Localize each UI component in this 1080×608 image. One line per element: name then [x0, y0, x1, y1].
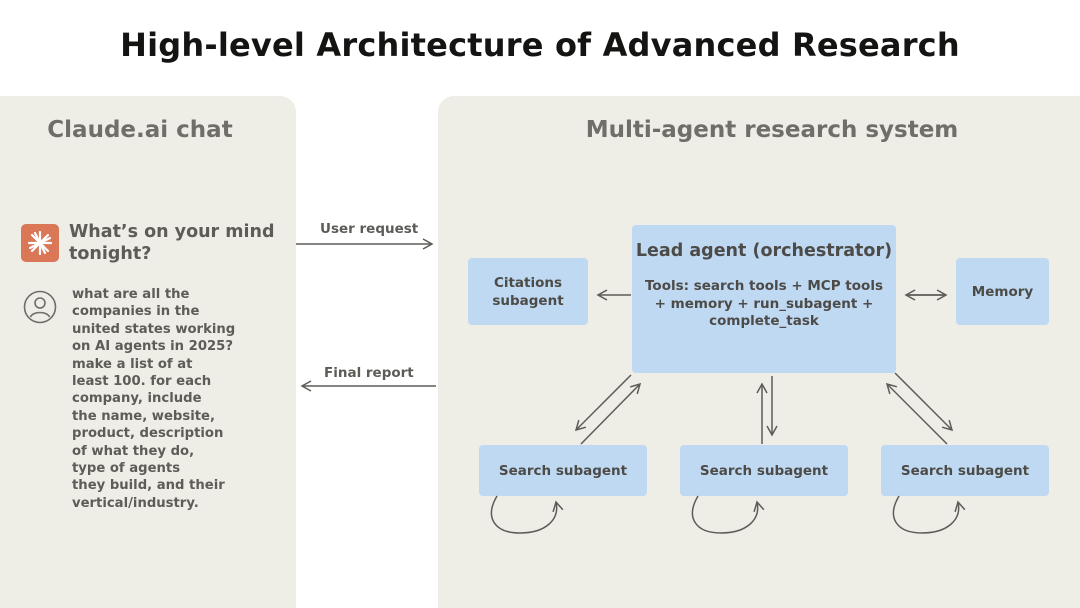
- lead-agent-title: Lead agent (orchestrator): [635, 241, 893, 261]
- diagram-title: High-level Architecture of Advanced Rese…: [120, 26, 960, 64]
- claude-spark-icon: [21, 224, 59, 262]
- claude-chat-panel: [0, 96, 296, 608]
- user-query-text: what are all the companies in the united…: [72, 287, 236, 511]
- final-report-label: Final report: [324, 365, 414, 381]
- search-subagent-box: Search subagent: [680, 445, 848, 496]
- claude-chat-heading: Claude.ai chat: [47, 117, 233, 143]
- search-subagent-box: Search subagent: [881, 445, 1049, 496]
- citations-subagent-box: Citations subagent: [468, 258, 588, 325]
- search-subagent-box: Search subagent: [479, 445, 647, 496]
- user-avatar-icon: [23, 290, 57, 324]
- memory-box: Memory: [956, 258, 1049, 325]
- lead-agent-box: Lead agent (orchestrator) Tools: search …: [632, 225, 896, 373]
- chat-prompt-text: What’s on your mind tonight?: [69, 222, 275, 264]
- multi-agent-heading: Multi-agent research system: [585, 117, 959, 143]
- user-request-label: User request: [320, 221, 419, 237]
- lead-agent-tools: Tools: search tools + MCP tools + memory…: [645, 278, 883, 329]
